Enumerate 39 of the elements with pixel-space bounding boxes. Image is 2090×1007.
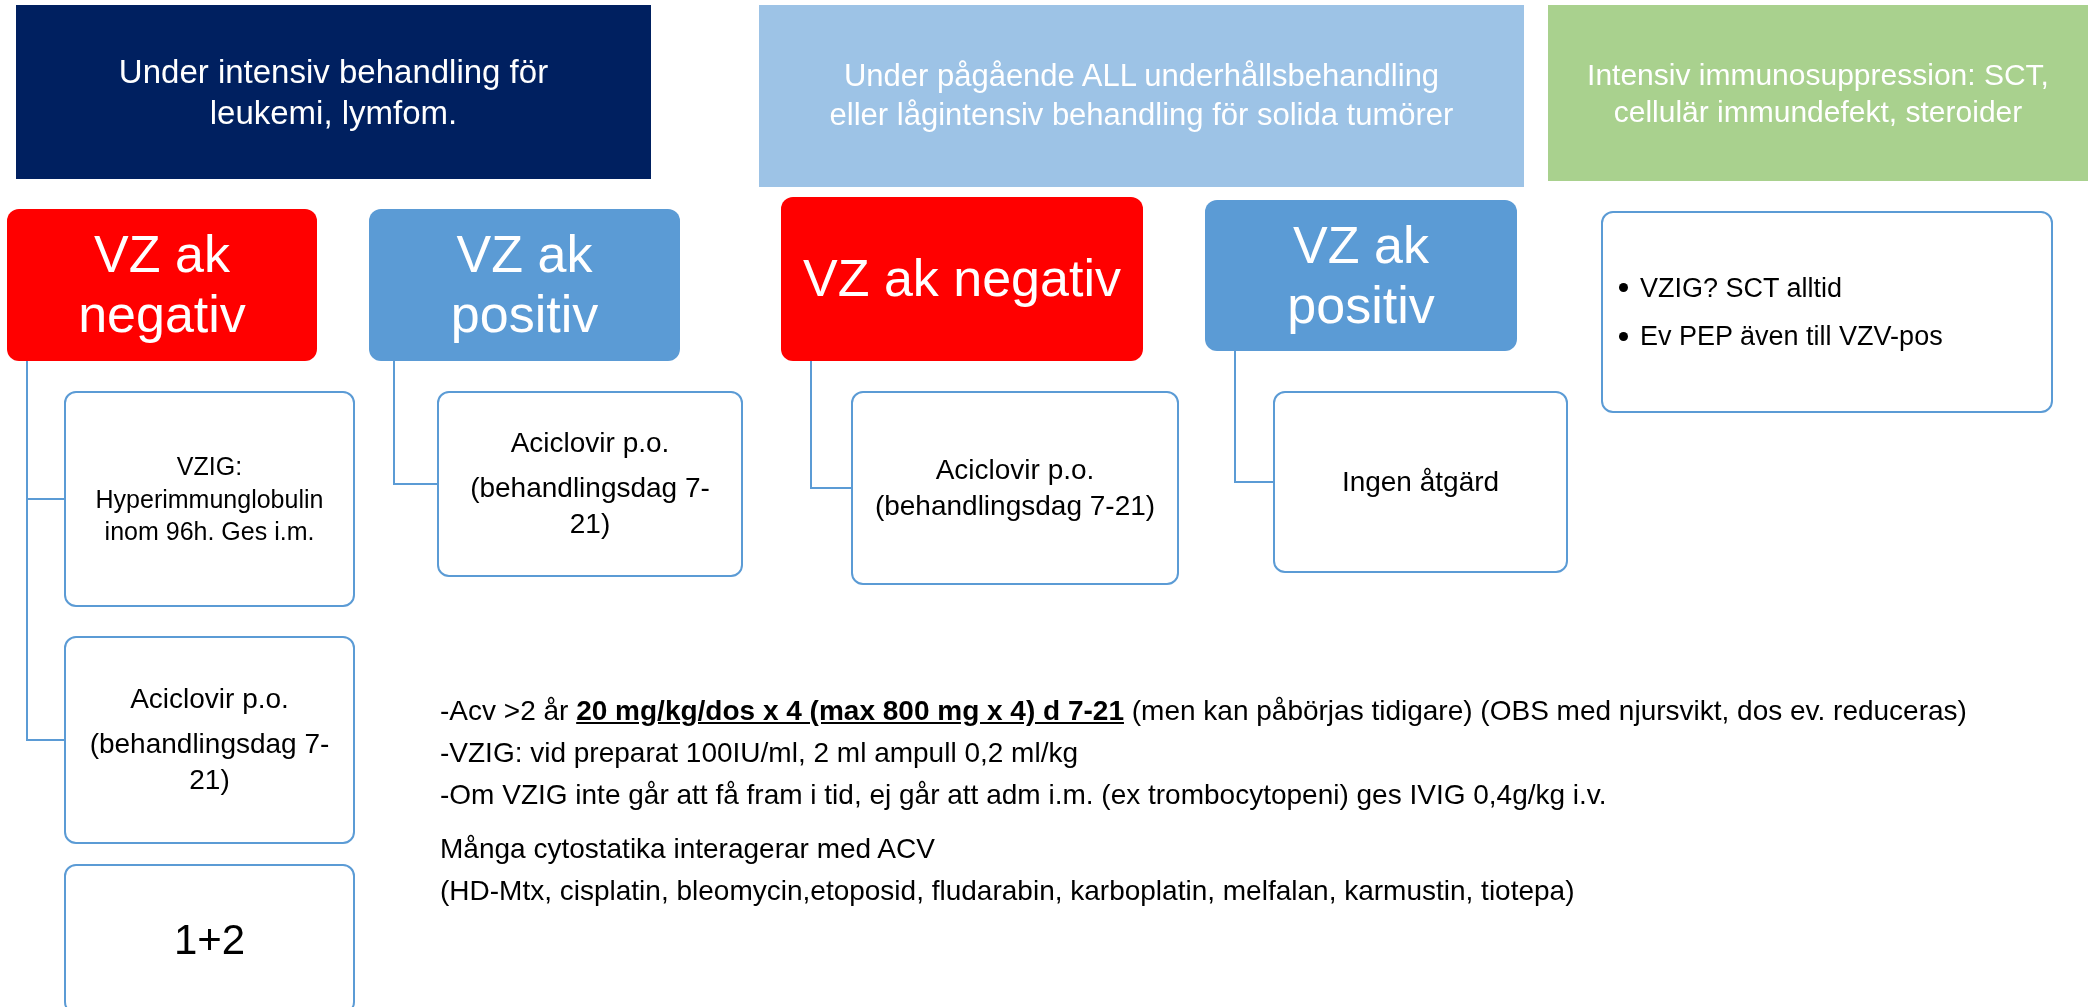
note-text: -VZIG: vid preparat 100IU/ml, 2 ml ampull 0,2 ml/kg — [440, 736, 1079, 770]
treatment-box — [851, 391, 1179, 585]
node-text: VZ ak positiv — [449, 225, 600, 345]
node-text: VZ ak negativ — [803, 249, 1121, 309]
node-text: 1+2 — [173, 914, 246, 965]
node-text: Aciclovir p.o. — [130, 682, 289, 717]
connector-line — [1234, 350, 1274, 483]
note-text: -Om VZIG inte går att få fram i tid, ej går att adm i.m. (ex trombocytopeni) ges IVIG 0,4g/kg i.v. — [440, 778, 1608, 812]
treatment-box — [64, 636, 355, 844]
status-box — [7, 209, 317, 361]
header-box — [16, 5, 651, 179]
status-box — [781, 197, 1143, 361]
node-text: Ingen åtgärd — [1341, 464, 1500, 499]
node-text: (behandlingsdag 7-21) — [88, 726, 331, 798]
treatment-box — [64, 864, 355, 1007]
treatment-box — [437, 391, 743, 577]
node-text: VZ ak positiv — [1286, 215, 1436, 336]
node-text: Aciclovir p.o. (behandlingsdag 7-21) — [873, 452, 1157, 523]
node-text: Intensiv immunosuppression: SCT, cellulär immundefekt, steroider — [1586, 56, 2050, 130]
connector-line — [810, 360, 852, 489]
treatment-box — [1273, 391, 1568, 573]
treatment-box — [64, 391, 355, 607]
node-text: VZIG: Hyperimmunglobulin inom 96h. Ges i.m. — [94, 451, 325, 548]
node-text: Aciclovir p.o. — [510, 426, 670, 461]
note-text: (HD-Mtx, cisplatin, bleomycin,etoposid, fludarabin, karboplatin, melfalan, karmustin, tiotepa) — [440, 874, 1576, 908]
note-text: -Acv >2 år 20 mg/kg/dos x 4 (max 800 mg x 4) d 7-21 (men kan påbörjas tidigare) (OBS med njursvikt, dos ev. reduceras) — [440, 694, 1968, 728]
status-box — [1205, 200, 1517, 351]
connector-line — [393, 360, 438, 485]
bullet-item: Ev PEP även till VZV-pos — [1640, 320, 1943, 353]
node-text: Under intensiv behandling för leukemi, lymfom. — [117, 51, 550, 133]
note-box — [1601, 211, 2053, 413]
node-text: Under pågående ALL underhållsbehandling eller lågintensiv behandling för solida tumörer — [829, 57, 1454, 134]
header-box — [759, 5, 1524, 187]
header-box — [1548, 5, 2088, 181]
note-text: Många cytostatika interagerar med ACV — [440, 832, 936, 866]
bullet-item: VZIG? SCT alltid — [1640, 271, 1843, 305]
node-text: (behandlingsdag 7-21) — [469, 470, 711, 542]
status-box — [369, 209, 680, 361]
node-text: VZ ak negativ — [77, 225, 247, 345]
